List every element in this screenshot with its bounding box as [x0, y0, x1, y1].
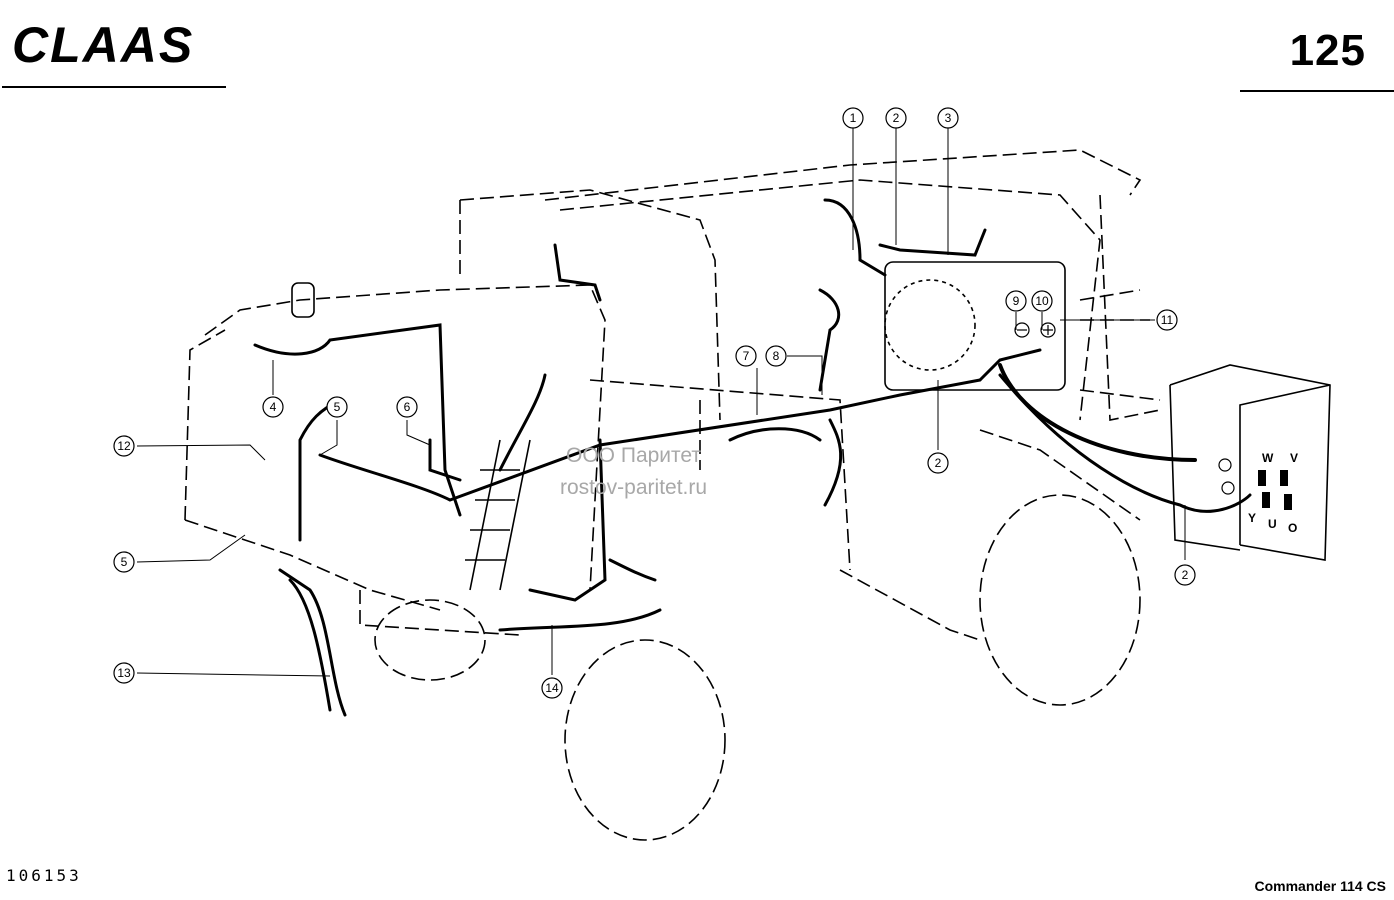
callout-2-top: 2: [885, 107, 907, 129]
callout-5-top: 5: [326, 396, 348, 418]
callout-label: 2: [935, 456, 942, 470]
callout-label: 13: [117, 666, 131, 680]
header-rule-left: [2, 86, 226, 88]
leader-lines: [136, 128, 1186, 677]
callout-6: 6: [396, 396, 418, 418]
wiring-harness: [253, 198, 1252, 717]
callout-7: 7: [735, 345, 757, 367]
claas-logo-mark: CLAAS: [12, 17, 194, 73]
terminal-letter: W: [1262, 451, 1274, 465]
callout-9: 9: [1005, 290, 1027, 312]
callout-markers: 1 2 3 9 10 11 7 8 4 5 6 12 2 5 2 13 14: [113, 107, 1196, 699]
callout-2-right: 2: [1174, 564, 1196, 586]
callout-label: 6: [404, 400, 411, 414]
callout-10: 10: [1031, 290, 1053, 312]
callout-4: 4: [262, 396, 284, 418]
watermark-url: rostov-paritet.ru: [560, 476, 708, 499]
callout-11: 11: [1156, 309, 1178, 331]
callout-1: 1: [842, 107, 864, 129]
callout-label: 7: [743, 349, 750, 363]
wiring-diagram: 1 2 3 9 10 11 7 8 4 5 6 12 2 5 2 13 14 W…: [113, 107, 1331, 841]
callout-3: 3: [937, 107, 959, 129]
callout-8: 8: [765, 345, 787, 367]
terminal-letter: V: [1290, 451, 1298, 465]
callout-14: 14: [541, 677, 563, 699]
battery-terminal-symbols: [1014, 322, 1056, 338]
plus-terminal-icon: [1040, 322, 1056, 338]
callout-label: 12: [117, 439, 131, 453]
callout-label: 1: [850, 111, 857, 125]
callout-label: 2: [1182, 568, 1189, 582]
callout-13: 13: [113, 662, 135, 684]
callout-label: 3: [945, 111, 952, 125]
brand-text: CLAAS: [12, 18, 194, 70]
page-number: 125: [1289, 26, 1366, 75]
drawing-number: 106153: [6, 866, 82, 885]
terminal-letter: O: [1288, 521, 1297, 535]
claas-logo: CLAAS: [10, 17, 230, 73]
callout-label: 14: [545, 681, 559, 695]
callout-label: 9: [1013, 294, 1020, 308]
callout-label: 4: [270, 400, 277, 414]
callout-label: 2: [893, 111, 900, 125]
callout-2-mid: 2: [927, 452, 949, 474]
minus-terminal-icon: [1014, 322, 1030, 338]
callout-label: 10: [1035, 294, 1049, 308]
callout-label: 5: [121, 555, 128, 569]
callout-label: 5: [334, 400, 341, 414]
terminal-letter: U: [1268, 517, 1277, 531]
callout-5-bottom: 5: [113, 551, 135, 573]
model-name: Commander 114 CS: [1254, 878, 1387, 894]
machine-outline: [184, 149, 1331, 841]
callout-label: 8: [773, 349, 780, 363]
watermark-company: ООО Паритет: [566, 444, 702, 467]
watermark: ООО Паритет rostov-paritet.ru: [560, 440, 707, 504]
header-rule-right: [1240, 90, 1394, 92]
callout-12: 12: [113, 435, 135, 457]
terminal-letter: Y: [1248, 511, 1256, 525]
control-box-markings: W V Y U O: [1218, 451, 1298, 535]
callout-label: 11: [1161, 313, 1174, 327]
